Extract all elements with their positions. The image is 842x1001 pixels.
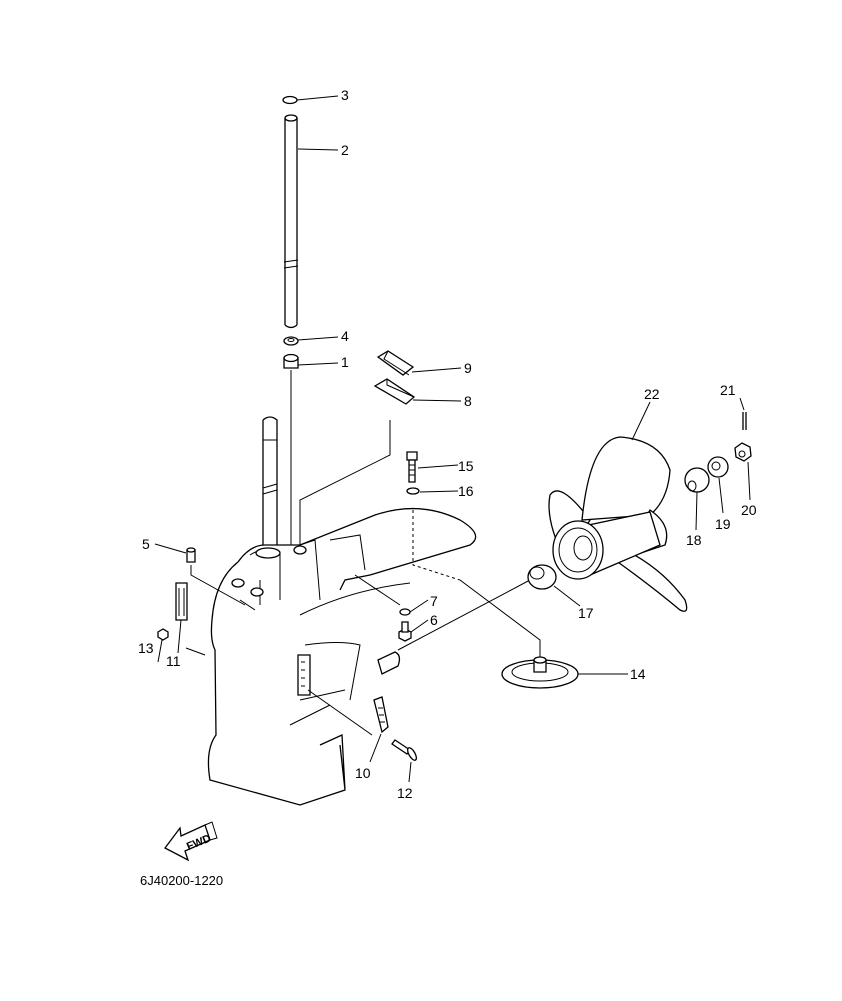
callout-2: 2 [341,142,349,158]
callout-22: 22 [644,386,660,402]
lower-casing [207,507,477,806]
callout-9: 9 [464,360,472,376]
part-14-water-pump-cover[interactable] [501,656,579,689]
part-21-cotter-pin[interactable] [742,412,747,430]
part-20-nut[interactable] [734,442,752,462]
part-7-washer[interactable] [399,608,411,616]
callout-12: 12 [397,785,413,801]
callout-21: 21 [720,382,736,398]
callout-3: 3 [341,87,349,103]
part-1-grommet[interactable] [283,353,299,369]
callout-11: 11 [166,653,181,669]
callout-17: 17 [578,605,594,621]
part-18-spacer[interactable] [684,467,710,493]
part-22-propeller[interactable] [548,436,688,612]
propeller-shaft [377,651,401,675]
part-12-screw[interactable] [391,739,418,762]
diagram-code: 6J40200-1220 [140,873,223,888]
callout-4: 4 [341,328,349,344]
part-9-rubber-seal[interactable] [376,350,415,376]
part-17-thrust-washer[interactable] [527,564,557,590]
part-5-dowel-pin[interactable] [186,547,196,563]
part-13-nut[interactable] [157,628,169,641]
callout-leaders [154,95,751,783]
callout-10: 10 [355,765,371,781]
part-10-grille[interactable] [373,696,389,734]
part-15-bolt[interactable] [406,451,418,483]
part-16-washer[interactable] [406,487,420,495]
part-6-bolt[interactable] [398,621,412,642]
callout-5: 5 [142,536,150,552]
callout-14: 14 [630,666,646,682]
part-11-grille[interactable] [175,582,188,621]
part-3-washer[interactable] [282,95,298,105]
part-19-washer[interactable] [707,456,729,478]
callout-19: 19 [715,516,731,532]
callout-15: 15 [458,458,474,474]
callout-6: 6 [430,612,438,628]
callout-7: 7 [430,593,438,609]
callout-16: 16 [458,483,474,499]
callout-18: 18 [686,532,702,548]
callout-13: 13 [138,640,154,656]
part-8-rubber-seal[interactable] [373,378,416,405]
callout-8: 8 [464,393,472,409]
part-2-shift-rod[interactable] [283,114,299,329]
fwd-arrow-icon: FWD [164,821,218,862]
callout-20: 20 [741,502,757,518]
part-4-seal[interactable] [283,336,299,346]
callout-1: 1 [341,354,349,370]
